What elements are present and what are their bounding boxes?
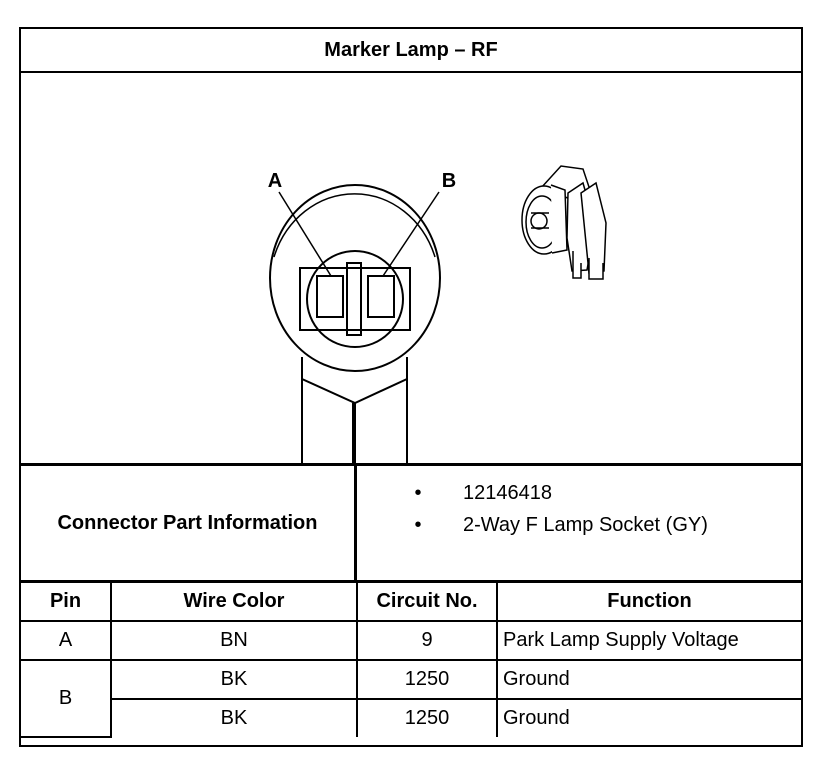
function-cell: Ground <box>496 698 801 737</box>
pin-label-a: A <box>268 170 282 192</box>
pin-label-b: B <box>442 170 456 192</box>
connector-face-svg: A B <box>268 165 607 463</box>
table-header-row: Pin Wire Color Circuit No. Function <box>21 583 801 622</box>
column-header-pin: Pin <box>21 583 112 622</box>
connector-drawing: A B <box>21 73 801 466</box>
bullet-icon: • <box>414 514 422 536</box>
connector-sheet: Marker Lamp – RF <box>19 27 803 747</box>
connector-part-info: Connector Part Information • 12146418 • … <box>21 466 801 583</box>
page-title: Marker Lamp – RF <box>21 29 801 73</box>
table-row: A BN 9 Park Lamp Supply Voltage <box>21 620 801 661</box>
connector-description: 2-Way F Lamp Socket (GY) <box>463 514 708 536</box>
connector-face <box>269 184 441 463</box>
column-header-wire-color: Wire Color <box>110 583 358 622</box>
pin-leader-lines <box>278 191 440 277</box>
bullet-icon: • <box>414 482 422 504</box>
connector-part-info-label: Connector Part Information <box>21 466 357 580</box>
column-header-function: Function <box>496 583 801 622</box>
table-row: BK 1250 Ground <box>21 698 801 737</box>
pin-cell: B <box>21 659 112 738</box>
socket-iso-illustration <box>521 165 607 280</box>
connector-part-info-list: • 12146418 • 2-Way F Lamp Socket (GY) <box>357 466 801 580</box>
wire-color-cell: BK <box>110 659 358 700</box>
pin-cell: A <box>21 620 112 661</box>
circuit-cell: 9 <box>356 620 498 661</box>
function-cell: Ground <box>496 659 801 700</box>
part-number: 12146418 <box>463 482 552 504</box>
column-header-circuit: Circuit No. <box>356 583 498 622</box>
function-cell: Park Lamp Supply Voltage <box>496 620 801 661</box>
table-row: B BK 1250 Ground <box>21 659 801 738</box>
circuit-cell: 1250 <box>356 698 498 737</box>
pin-table: Pin Wire Color Circuit No. Function A BN… <box>21 583 801 738</box>
wire-color-cell: BN <box>110 620 358 661</box>
circuit-cell: 1250 <box>356 659 498 700</box>
wire-color-cell: BK <box>111 698 358 737</box>
